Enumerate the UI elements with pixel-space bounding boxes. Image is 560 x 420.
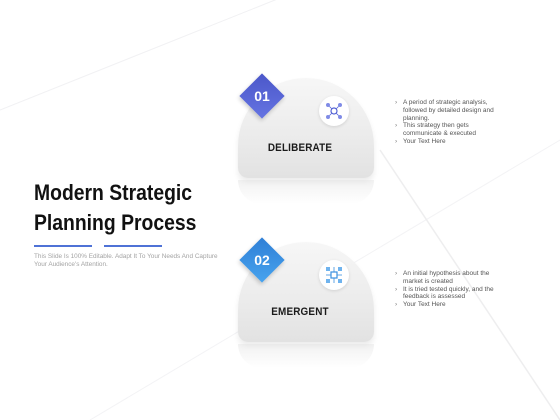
list-item: › Your Text Here bbox=[395, 138, 507, 146]
title-underline-left bbox=[34, 245, 92, 247]
title-line-1: Modern Strategic bbox=[34, 180, 193, 205]
list-item: › This strategy then gets communicate & e… bbox=[395, 122, 507, 138]
step-card-reflection bbox=[238, 344, 374, 368]
list-item: › A period of strategic analysis, followe… bbox=[395, 99, 507, 122]
bullet-text: Your Text Here bbox=[403, 137, 446, 145]
step-card-emergent[interactable]: 02 EMERGENT bbox=[230, 236, 380, 368]
step-label: EMERGENT bbox=[271, 306, 329, 318]
chevron-right-icon: › bbox=[395, 137, 398, 145]
step-1-bullet-list: › A period of strategic analysis, followe… bbox=[395, 99, 507, 146]
step-number: 02 bbox=[254, 252, 270, 268]
page-title: Modern Strategic Planning Process bbox=[34, 178, 223, 238]
step-2-bullet-list: › An initial hypothesis about the market … bbox=[395, 270, 507, 309]
network-nodes-icon bbox=[319, 96, 349, 126]
grid-hub-icon bbox=[319, 260, 349, 290]
bullet-text: An initial hypothesis about the market i… bbox=[403, 270, 490, 285]
step-card-deliberate[interactable]: 01 DELIBERATE bbox=[230, 72, 380, 204]
bullet-text: It is tried tested quickly, and the feed… bbox=[403, 285, 494, 301]
bullet-text: Your Text Here bbox=[403, 301, 446, 309]
step-number: 01 bbox=[254, 88, 270, 104]
subtitle-text: This Slide Is 100% Editable. Adapt It To… bbox=[34, 253, 218, 269]
step-label: DELIBERATE bbox=[267, 142, 333, 154]
title-underline-right bbox=[104, 245, 162, 247]
chevron-right-icon: › bbox=[395, 99, 398, 106]
list-item: › Your Text Here bbox=[395, 301, 507, 309]
list-item: › An initial hypothesis about the market … bbox=[395, 270, 507, 286]
bullet-text: This strategy then gets communicate & ex… bbox=[403, 122, 476, 138]
title-line-2: Planning Process bbox=[34, 210, 197, 235]
chevron-right-icon: › bbox=[395, 122, 398, 130]
chevron-right-icon: › bbox=[395, 270, 398, 277]
bullet-text: A period of strategic analysis, followed… bbox=[403, 99, 494, 122]
list-item: › It is tried tested quickly, and the fee… bbox=[395, 286, 507, 302]
chevron-right-icon: › bbox=[395, 301, 398, 309]
step-card-reflection bbox=[238, 180, 374, 204]
chevron-right-icon: › bbox=[395, 285, 398, 293]
